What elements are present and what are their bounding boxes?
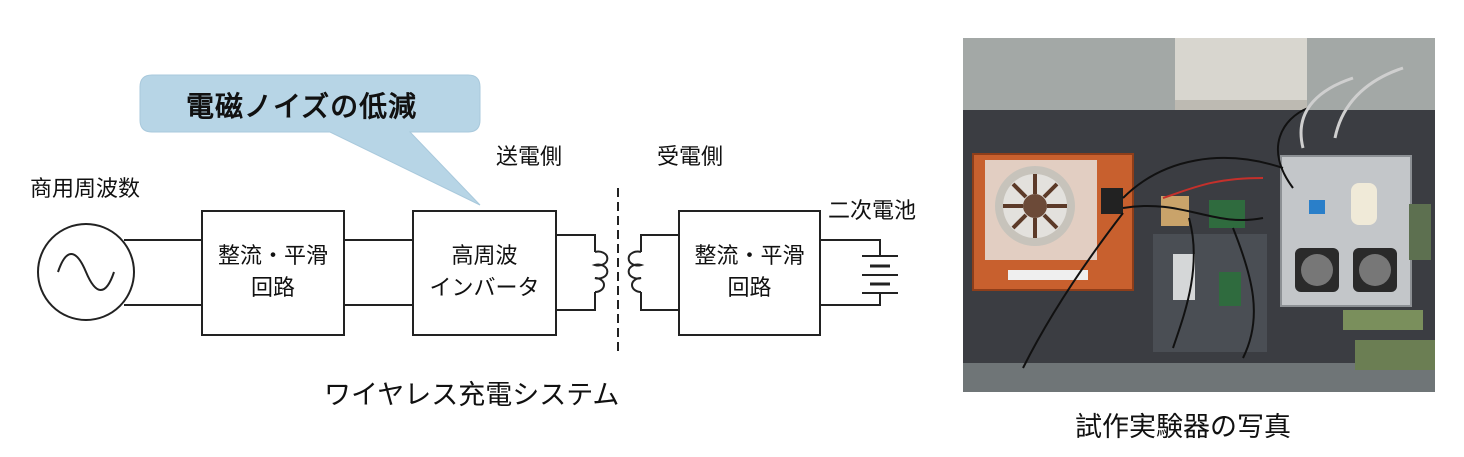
inverter-line2: インバータ bbox=[429, 276, 540, 301]
rectifier-tx-text: 整流・平滑 回路 bbox=[202, 211, 344, 335]
ac-source-label: 商用周波数 bbox=[30, 177, 141, 202]
rectifier-rx-text: 整流・平滑 回路 bbox=[679, 211, 820, 335]
sine-wave bbox=[57, 253, 115, 291]
battery-label: 二次電池 bbox=[828, 199, 917, 224]
inverter-line1: 高周波 bbox=[451, 244, 518, 270]
transmit-side-label: 送電側 bbox=[496, 145, 563, 170]
prototype-photo bbox=[963, 38, 1435, 392]
photo-caption: 試作実験器の写真 bbox=[1075, 412, 1291, 443]
rectifier-tx-line1: 整流・平滑 bbox=[217, 244, 328, 270]
rectifier-rx-box bbox=[678, 210, 821, 336]
receive-side-label: 受電側 bbox=[657, 145, 724, 170]
system-caption: ワイヤレス充電システム bbox=[324, 380, 620, 411]
rx-coil bbox=[627, 250, 645, 293]
wireless-charging-diagram bbox=[37, 74, 898, 355]
rectifier-tx-line2: 回路 bbox=[250, 276, 295, 301]
inverter-box bbox=[412, 210, 557, 336]
battery-symbol bbox=[862, 255, 898, 294]
tx-coil bbox=[591, 250, 609, 293]
rectifier-rx-line1: 整流・平滑 bbox=[694, 244, 805, 270]
rectifier-rx-line2: 回路 bbox=[727, 276, 772, 301]
callout-bubble bbox=[139, 74, 481, 206]
inverter-text: 高周波 インバータ bbox=[413, 211, 556, 335]
callout-text: 電磁ノイズの低減 bbox=[186, 90, 418, 123]
rectifier-tx-box bbox=[201, 210, 345, 336]
ac-source-symbol bbox=[37, 223, 135, 321]
